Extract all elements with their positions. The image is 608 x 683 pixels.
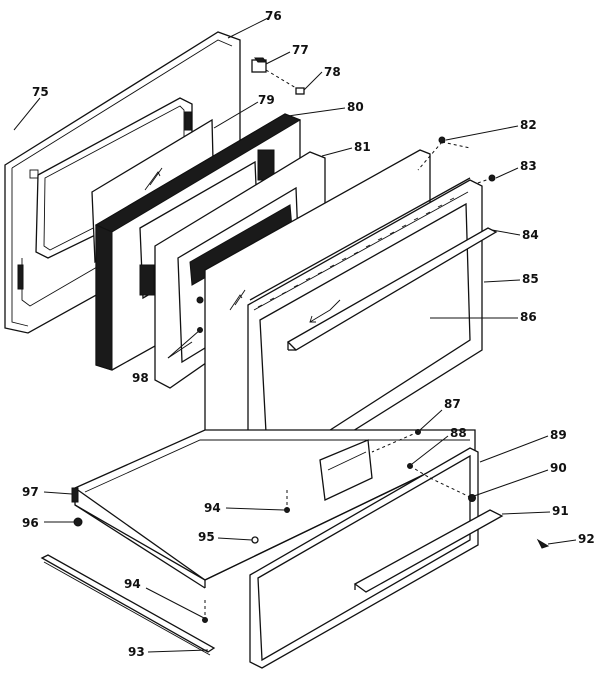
callout-93: 93 [128,645,145,659]
callout-76: 76 [265,9,282,23]
callout-79: 79 [258,93,275,107]
callout-94-lower: 94 [124,577,141,591]
fasteners [202,57,550,623]
drawer-front-panel [249,447,479,669]
callout-87: 87 [444,397,461,411]
callout-86: 86 [520,310,537,324]
callout-89: 89 [550,428,567,442]
assembly-dash-lines [204,69,493,620]
bottom-strip [40,554,216,656]
callout-84: 84 [522,228,539,242]
outer-door-face [247,177,498,489]
callout-77: 77 [292,43,309,57]
callout-83: 83 [520,159,537,173]
callout-78: 78 [324,65,341,79]
callout-96: 96 [22,516,39,530]
callout-85: 85 [522,272,539,286]
callout-91: 91 [552,504,569,518]
callout-92: 92 [578,532,595,546]
callout-90: 90 [550,461,567,475]
callout-82: 82 [520,118,537,132]
callout-88: 88 [450,426,467,440]
drawer-handle-rail [353,509,504,593]
callout-labels: 75 76 77 78 79 80 81 82 83 84 85 86 87 8… [22,9,595,659]
callout-97: 97 [22,485,39,499]
callout-98: 98 [132,371,149,385]
callout-80: 80 [347,100,364,114]
callout-95: 95 [198,530,215,544]
callout-81: 81 [354,140,371,154]
screw-98 [167,327,203,359]
leader-lines [13,17,577,653]
callout-94-upper: 94 [204,501,221,515]
callout-75: 75 [32,85,49,99]
drawer-body [71,429,476,589]
